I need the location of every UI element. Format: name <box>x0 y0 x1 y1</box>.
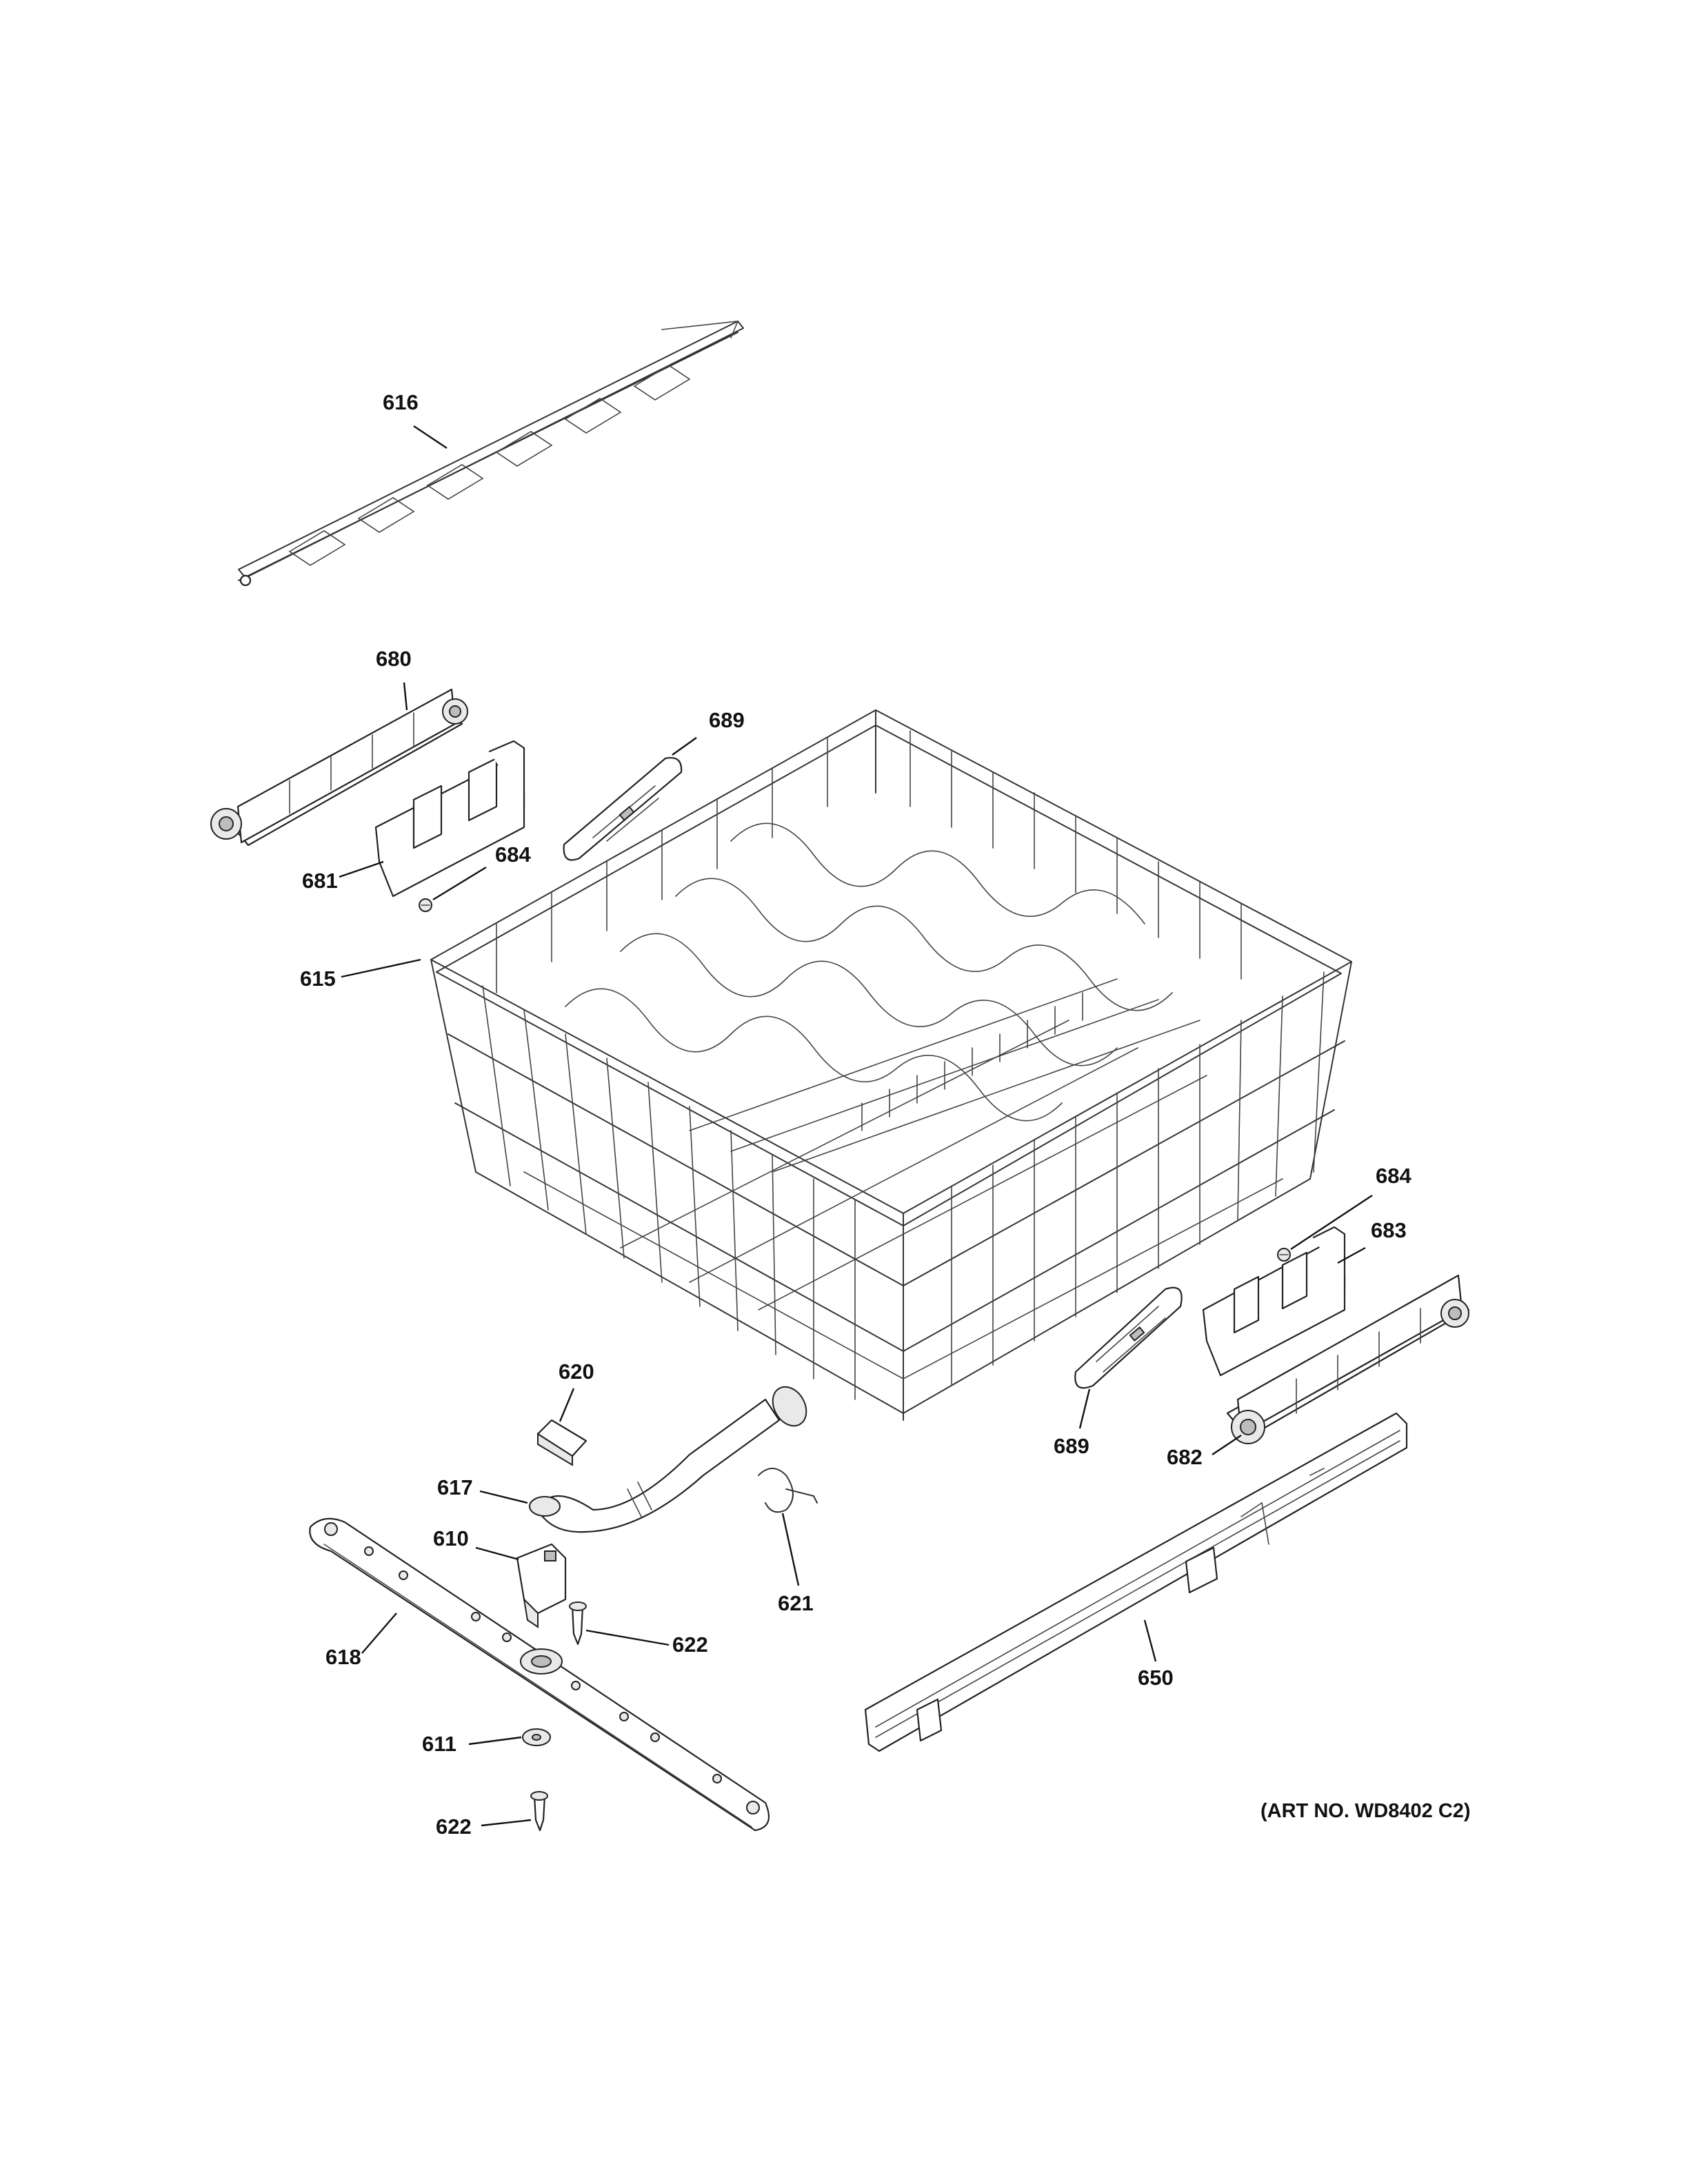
callout-680: 680 <box>376 647 412 671</box>
part-620-cap <box>536 1419 587 1466</box>
part-622-screw-lower <box>530 1791 548 1832</box>
part-621-clamp <box>758 1468 818 1513</box>
callout-615: 615 <box>300 967 336 991</box>
callout-611: 611 <box>422 1732 456 1756</box>
callout-617: 617 <box>437 1475 473 1499</box>
part-650-slide-rail <box>864 1412 1408 1752</box>
part-618-spray-arm <box>309 1517 770 1832</box>
callout-689-top: 689 <box>709 708 745 732</box>
part-611-washer <box>522 1728 551 1746</box>
callout-622-lower: 622 <box>436 1814 472 1839</box>
callout-622-upper: 622 <box>672 1632 708 1657</box>
part-689-clip-bottom <box>1074 1286 1183 1389</box>
part-680-left-rail <box>210 688 468 847</box>
part-617-feed-tube <box>529 1386 807 1533</box>
part-615-upper-rack <box>430 709 1352 1421</box>
part-610-bearing <box>516 1543 567 1628</box>
callout-650: 650 <box>1138 1666 1174 1690</box>
part-684-screw-right <box>1277 1248 1291 1262</box>
art-number: (ART NO. WD8402 C2) <box>1260 1800 1471 1822</box>
part-682-right-rail <box>1226 1274 1470 1444</box>
callout-689-bottom: 689 <box>1054 1434 1089 1458</box>
callout-621: 621 <box>778 1591 814 1615</box>
part-689-clip-top <box>563 757 683 861</box>
part-683-right-bracket <box>1202 1226 1346 1377</box>
callout-684-top: 684 <box>495 842 531 867</box>
callout-684-right: 684 <box>1376 1164 1411 1188</box>
callout-620: 620 <box>559 1359 594 1384</box>
callout-681: 681 <box>302 869 338 893</box>
callout-610: 610 <box>433 1526 469 1550</box>
callout-682: 682 <box>1167 1445 1203 1469</box>
part-684-screw-top <box>419 898 432 912</box>
part-622-screw-upper <box>569 1601 587 1646</box>
callout-683: 683 <box>1371 1218 1407 1242</box>
callout-616: 616 <box>383 390 419 414</box>
part-681-left-bracket <box>374 740 525 898</box>
part-616-tine-strip <box>238 321 744 587</box>
leader-lines <box>339 425 1373 1827</box>
callout-618: 618 <box>325 1645 361 1669</box>
